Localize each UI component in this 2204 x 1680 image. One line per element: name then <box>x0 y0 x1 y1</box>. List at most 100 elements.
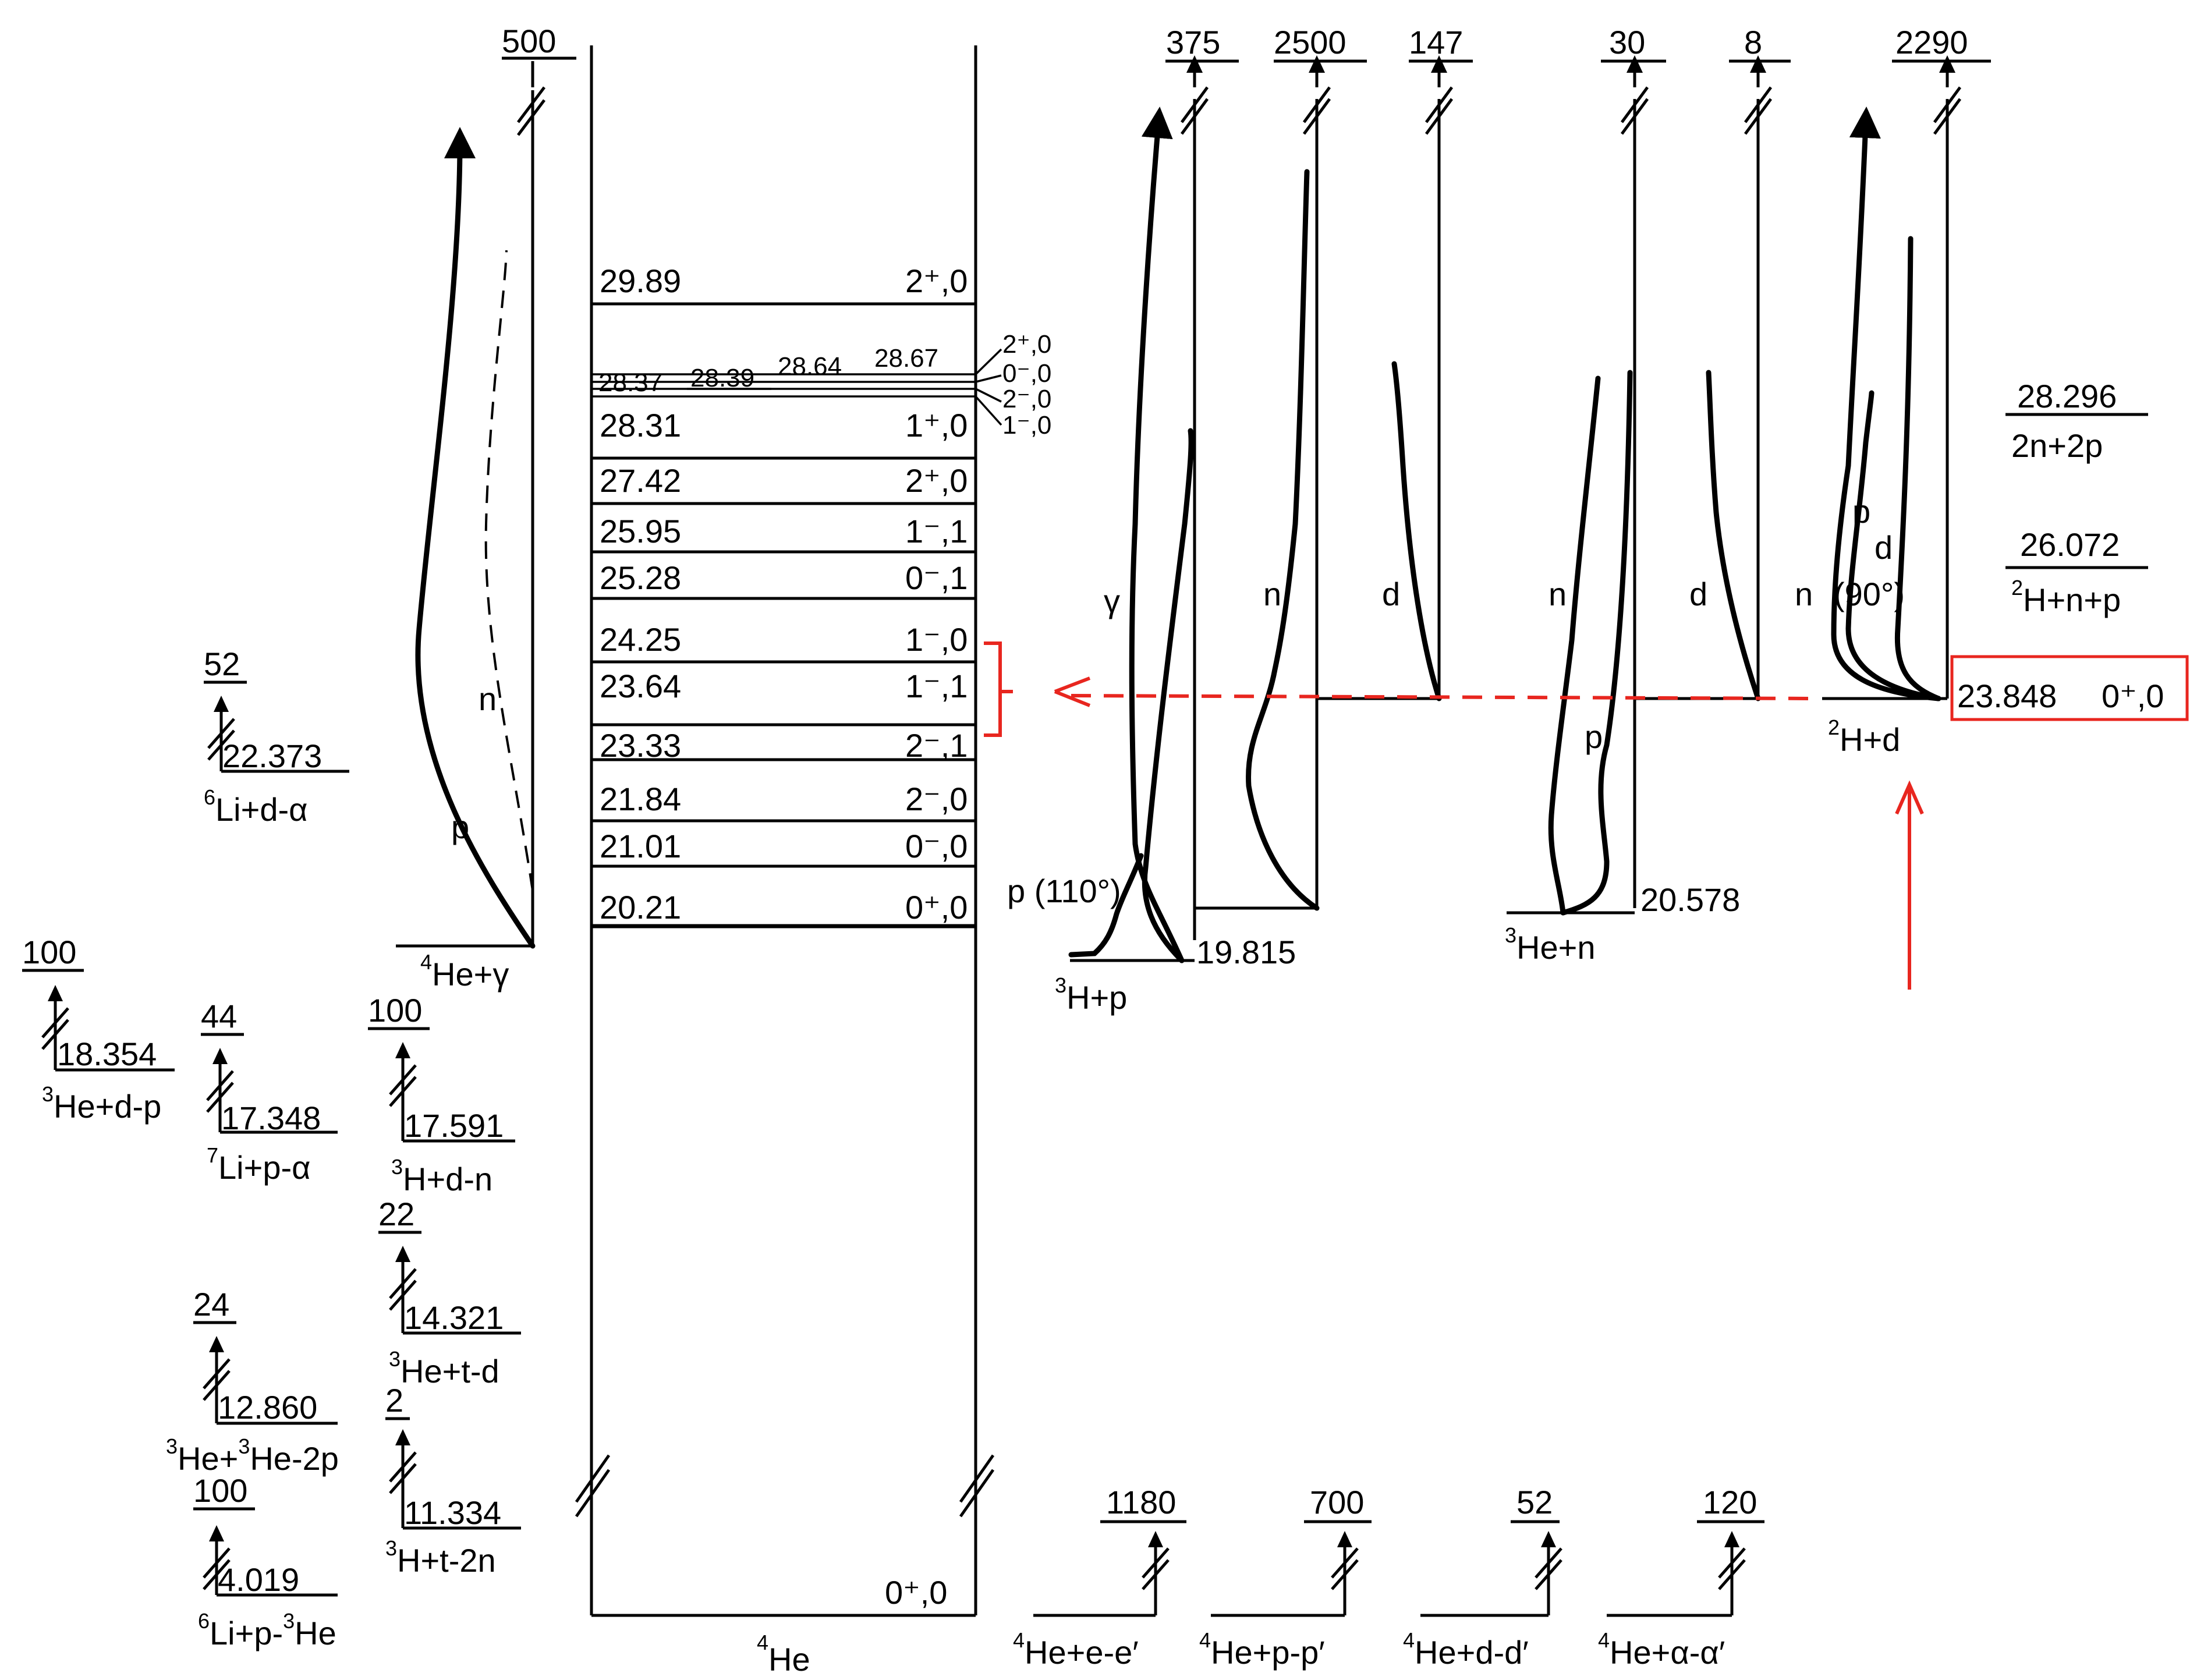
he3n-d-axis-break-1 <box>1744 86 1773 123</box>
cluster-energy-3: 28.64 <box>778 352 842 381</box>
curve-d-8 <box>1706 370 1761 701</box>
gamma-reaction: 4He+γ <box>420 950 509 993</box>
gamma-count: 500 <box>502 23 556 59</box>
h3p-count: 375 <box>1166 24 1220 61</box>
level-energy: 28.31 <box>600 407 681 444</box>
h3p-n-arrowhead <box>1309 55 1325 73</box>
dd-reaction: 2H+d <box>1828 715 1900 758</box>
bottom-count: 1180 <box>1106 1484 1176 1520</box>
threshold-axis-break-2 <box>389 1463 417 1494</box>
cluster-jpi-3: 2⁻,0 <box>1002 385 1051 413</box>
level-energy: 23.33 <box>600 727 681 764</box>
cluster-jpi-4: 1⁻,0 <box>1002 411 1051 440</box>
highlight-dashed-line <box>1071 694 1818 700</box>
he3n-axis-break-2 <box>1620 98 1649 135</box>
bottom-reaction-label: 4He+p-p′ <box>1199 1628 1325 1671</box>
bottom-reactions: 11804He+e-e′7004He+p-p′524He+d-d′1204He+… <box>1013 1484 1764 1671</box>
threshold-axis-break-2 <box>41 1019 69 1050</box>
gamma-axis-break-1 <box>517 86 545 123</box>
h3p-d-arrowhead <box>1431 55 1447 73</box>
dd-label-n: n <box>1795 576 1813 612</box>
dd-axis-break-2 <box>1933 98 1962 135</box>
bottom-reaction-label: 4He+d-d′ <box>1403 1628 1529 1671</box>
he3n-energy: 20.578 <box>1640 881 1740 918</box>
threshold-reaction: 3H+d-n <box>391 1155 492 1197</box>
threshold-arrowhead <box>395 1042 410 1058</box>
axis-break-right-1 <box>959 1454 995 1503</box>
threshold-reaction: 7Li+p-α <box>207 1143 311 1186</box>
gamma-label-n: n <box>479 680 497 717</box>
h3p-n-axis-break-2 <box>1302 98 1331 135</box>
h3p-axis-break-1 <box>1180 86 1209 123</box>
left-threshold: 44 17.348 7Li+p-α <box>201 998 338 1186</box>
threshold-axis-break-2 <box>203 1559 231 1590</box>
level-energy: 21.84 <box>600 781 681 817</box>
threshold-reaction: 3H+t-2n <box>385 1536 496 1579</box>
threshold-energy: 12.860 <box>218 1389 317 1426</box>
threshold-energy: 14.321 <box>404 1299 504 1336</box>
cluster-energy-4: 28.67 <box>874 344 938 373</box>
threshold-energy: 11.334 <box>404 1494 501 1531</box>
he3n-d-count: 8 <box>1744 24 1762 61</box>
threshold-2n2p-energy: 28.296 <box>2017 378 2117 414</box>
h3p-label-d: d <box>1382 576 1400 612</box>
threshold-2n2p-reaction: 2n+2p <box>2011 427 2103 464</box>
highlight-bracket <box>984 641 1013 737</box>
he3n-reaction: 3He+n <box>1505 923 1595 966</box>
left-threshold: 24 12.860 3He+3He-2p <box>166 1286 339 1477</box>
threshold-arrowhead <box>212 1048 228 1064</box>
he3n-label-d: d <box>1689 576 1707 612</box>
gamma-channel: 500 n p 4He+γ <box>396 23 576 993</box>
dd-label-d: d <box>1875 529 1893 566</box>
h3p-energy: 19.815 <box>1196 934 1296 970</box>
threshold-count: 100 <box>22 934 76 970</box>
threshold-axis-break-1 <box>207 718 235 749</box>
bottom-axis-break-1 <box>1718 1547 1746 1579</box>
threshold-reaction: 3He+3He-2p <box>166 1434 339 1477</box>
threshold-arrowhead <box>48 985 63 1001</box>
h3p-reaction: 3H+p <box>1055 973 1127 1016</box>
level-jpi: 0⁺,0 <box>905 889 968 926</box>
threshold-energy: 22.373 <box>222 738 322 774</box>
curve-n-2500 <box>1246 169 1320 911</box>
threshold-arrowhead <box>214 696 229 712</box>
ground-state-jpi: 0⁺,0 <box>885 1574 947 1611</box>
bottom-reaction-label: 4He+e-e′ <box>1013 1628 1139 1671</box>
level-energy: 29.89 <box>600 263 681 299</box>
curve-p-low <box>1068 853 1144 958</box>
threshold-axis-break-1 <box>203 1358 231 1390</box>
dd-channel: 2290 n p d (90°) 2H+d 23.848 0⁺,0 <box>1795 24 2189 758</box>
dd-label-p: p <box>1852 493 1870 530</box>
bottom-axis-break-2 <box>1142 1559 1170 1590</box>
threshold-axis-break-1 <box>41 1007 69 1039</box>
level-energy: 24.25 <box>600 621 681 658</box>
axis-break-left-2 <box>575 1469 611 1518</box>
level-energy: 27.42 <box>600 462 681 499</box>
threshold-axis-break-2 <box>206 1082 234 1113</box>
threshold-hnp-energy: 26.072 <box>2020 526 2120 563</box>
threshold-axis-break-2 <box>203 1370 231 1401</box>
threshold-count: 24 <box>193 1286 229 1323</box>
highlight-arrowhead-up <box>1895 780 1924 815</box>
he3n-axis-break-1 <box>1620 86 1649 123</box>
threshold-reaction: 3He+t-d <box>389 1347 499 1390</box>
threshold-count: 44 <box>201 998 237 1034</box>
threshold-energy: 17.348 <box>221 1100 321 1136</box>
h3p-d-axis-break-1 <box>1425 86 1454 123</box>
h3p-label-n: n <box>1263 576 1281 612</box>
threshold-reaction: 6Li+d-α <box>204 785 308 828</box>
cluster-leader-1 <box>975 348 1002 375</box>
curve-n <box>484 250 534 891</box>
level-jpi: 2⁺,0 <box>905 263 968 299</box>
he3n-channel: 30 n p 20.578 3He+n 8 d <box>1505 24 1791 966</box>
highlight-arrowhead-left <box>1054 676 1091 707</box>
level-energy: 25.28 <box>600 559 681 596</box>
level-jpi: 1⁻,1 <box>905 668 968 704</box>
threshold-energy: 18.354 <box>57 1036 157 1072</box>
